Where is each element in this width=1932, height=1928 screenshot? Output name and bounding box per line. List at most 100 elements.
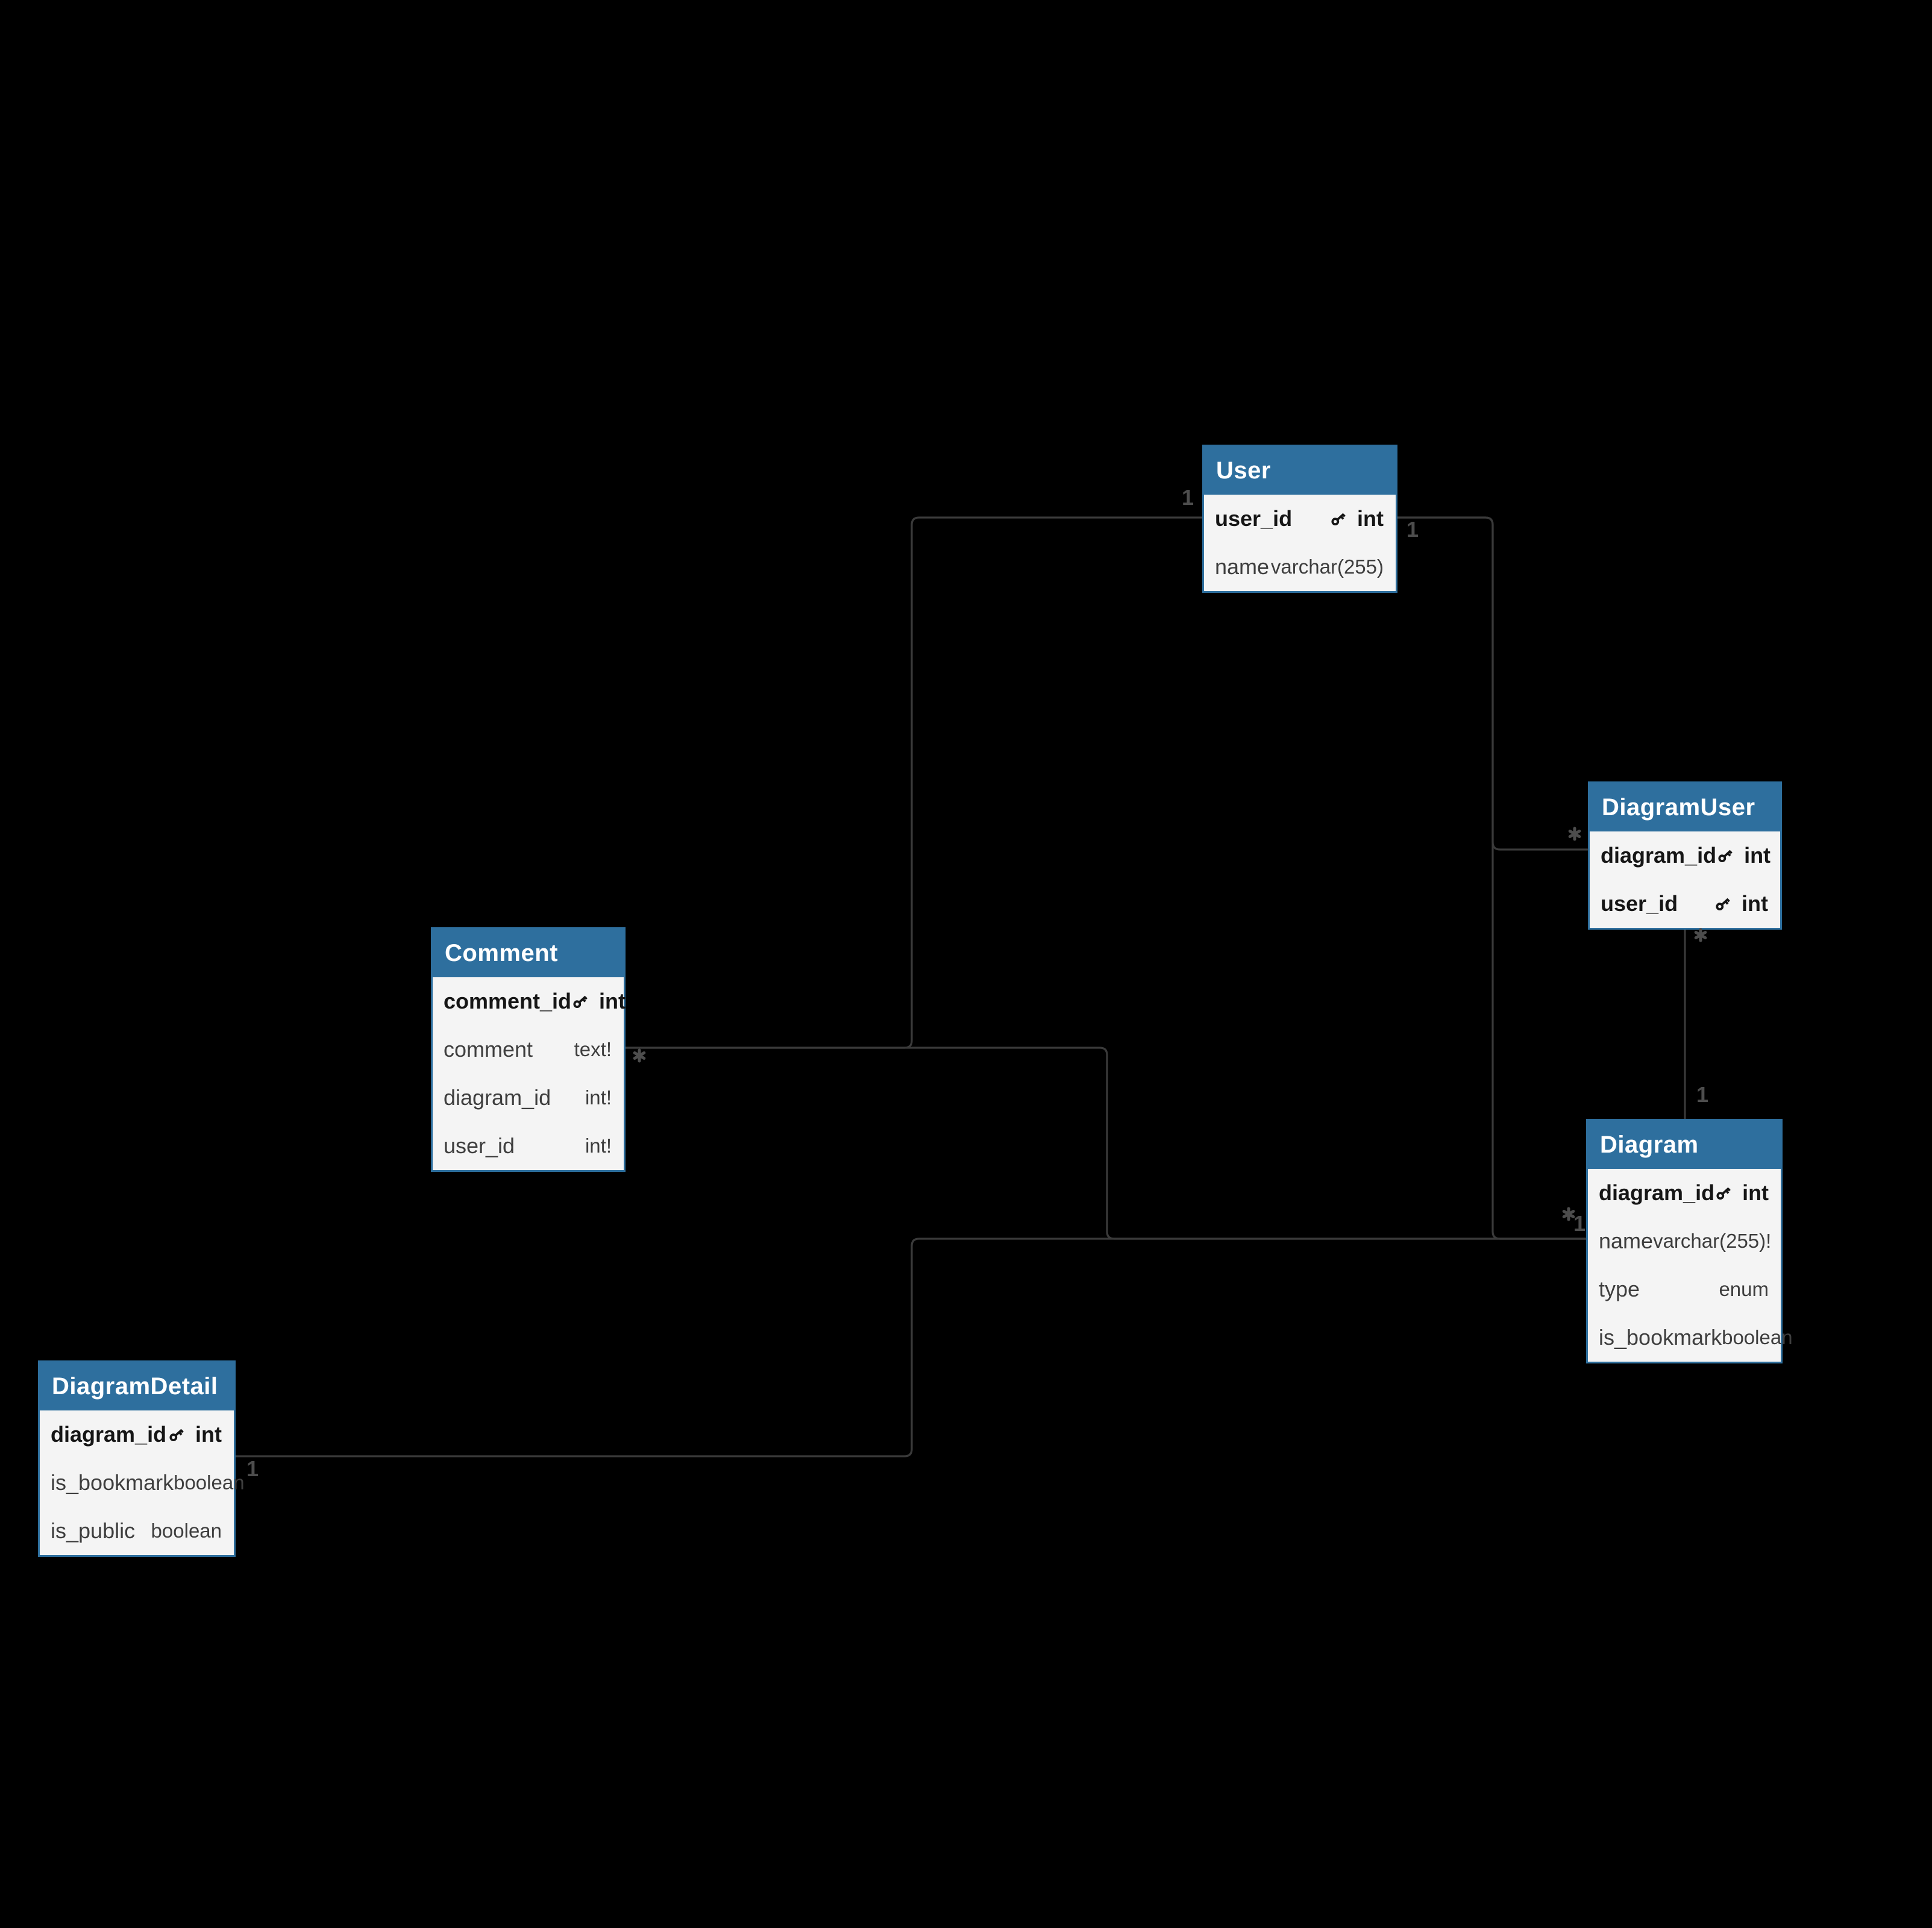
- cardinality-label-user-diagramuser-at-diagramuser: [1567, 826, 1582, 842]
- table-title: DiagramUser: [1602, 793, 1755, 821]
- field-name: diagram_id: [51, 1422, 167, 1447]
- many-asterisk-icon: [1568, 827, 1581, 841]
- field-type-text: int: [1742, 891, 1768, 916]
- field-type-text: int!: [585, 1135, 612, 1157]
- primary-key-icon: [1718, 850, 1733, 863]
- cardinality-label-user-diagramuser-at-user: 1: [1406, 517, 1419, 542]
- cardinality-label-diagramdetail-diagram-at-diagram: 1: [1573, 1211, 1586, 1236]
- relationship-line-user-diagram: [1397, 516, 1586, 1240]
- cardinality-label-diagramuser-diagram-at-diagramuser: [1693, 927, 1708, 943]
- cardinality-label-diagramdetail-diagram-at-diagramdetail: 1: [246, 1456, 259, 1481]
- field-type: varchar(255)!: [1653, 1230, 1771, 1253]
- field-name: type: [1599, 1277, 1640, 1301]
- field-name: is_bookmark: [1599, 1325, 1722, 1350]
- field-type-text: int: [1357, 506, 1384, 531]
- field-type-text: text!: [574, 1038, 612, 1060]
- field-type: enum: [1719, 1278, 1769, 1301]
- relationship-line-comment-user: [626, 516, 1202, 1049]
- cardinality-label-comment-user-at-comment: [632, 1048, 647, 1063]
- field-type-text: boolean: [174, 1471, 245, 1494]
- many-asterisk-icon: [1562, 1207, 1575, 1221]
- field-row-DiagramDetail-diagram_id[interactable]: diagram_id int: [40, 1410, 234, 1459]
- field-row-DiagramUser-user_id[interactable]: user_id int: [1590, 880, 1780, 928]
- cardinality-label-comment-user-at-user: 1: [1181, 485, 1194, 510]
- cardinality-label-comment-diagram-at-diagram: [1561, 1206, 1576, 1222]
- table-header-DiagramDetail[interactable]: DiagramDetail: [40, 1362, 234, 1410]
- field-type-text: int: [1742, 1180, 1769, 1205]
- field-name: is_bookmark: [51, 1470, 174, 1495]
- field-type: int!: [585, 1086, 612, 1109]
- table-title: Diagram: [1600, 1131, 1699, 1158]
- field-type: boolean: [1722, 1326, 1792, 1349]
- field-name: name: [1599, 1228, 1654, 1253]
- primary-key-icon: [573, 995, 588, 1009]
- primary-key-icon: [169, 1429, 184, 1442]
- field-type-text: enum: [1719, 1278, 1769, 1300]
- entity-table-Comment[interactable]: Comment comment_id int comment text! diagram_…: [431, 927, 626, 1172]
- field-row-Diagram-diagram_id[interactable]: diagram_id int: [1588, 1169, 1781, 1217]
- field-row-DiagramDetail-is_public[interactable]: is_public boolean: [40, 1507, 234, 1555]
- field-type-text: int: [599, 989, 626, 1013]
- field-name: is_public: [51, 1518, 136, 1543]
- field-type: int: [168, 1422, 222, 1447]
- field-type: int: [1714, 1180, 1769, 1206]
- field-type: int!: [585, 1135, 612, 1157]
- field-row-Comment-comment_id[interactable]: comment_id int: [433, 977, 626, 1025]
- field-name: diagram_id: [444, 1085, 551, 1110]
- primary-key-icon: [1331, 513, 1346, 526]
- field-type: text!: [574, 1038, 612, 1061]
- field-type: varchar(255): [1271, 556, 1384, 578]
- field-type-text: varchar(255): [1270, 556, 1384, 578]
- field-type: int: [571, 989, 626, 1014]
- field-name: name: [1215, 554, 1270, 579]
- field-type: boolean: [151, 1520, 222, 1542]
- table-header-Diagram[interactable]: Diagram: [1588, 1121, 1781, 1169]
- table-header-Comment[interactable]: Comment: [433, 929, 624, 977]
- field-name: comment_id: [444, 989, 572, 1013]
- relationship-line-comment-diagram: [626, 1047, 1586, 1240]
- primary-key-icon: [1716, 898, 1730, 911]
- field-type: int: [1714, 891, 1768, 916]
- cardinality-label-diagramuser-diagram-at-diagram: 1: [1696, 1082, 1709, 1107]
- field-type: int: [1716, 843, 1770, 868]
- field-type-text: int: [1744, 843, 1771, 868]
- field-row-Diagram-type[interactable]: type enum: [1588, 1265, 1781, 1313]
- field-type-text: int!: [585, 1086, 612, 1109]
- field-name: diagram_id: [1599, 1180, 1715, 1205]
- field-row-Comment-comment[interactable]: comment text!: [433, 1025, 624, 1074]
- field-row-Comment-user_id[interactable]: user_id int!: [433, 1122, 624, 1170]
- table-header-User[interactable]: User: [1204, 446, 1396, 495]
- table-title: DiagramDetail: [52, 1372, 218, 1400]
- field-type-text: boolean: [151, 1520, 222, 1542]
- table-title: Comment: [445, 939, 558, 966]
- table-header-DiagramUser[interactable]: DiagramUser: [1590, 783, 1780, 831]
- field-name: user_id: [444, 1133, 515, 1158]
- field-row-DiagramUser-diagram_id[interactable]: diagram_id int: [1590, 831, 1780, 880]
- many-asterisk-icon: [633, 1048, 646, 1063]
- field-type: int: [1329, 506, 1384, 531]
- field-name: user_id: [1601, 891, 1678, 916]
- field-name: user_id: [1215, 506, 1293, 531]
- field-row-User-user_id[interactable]: user_id int: [1204, 495, 1396, 543]
- relationship-line-diagramdetail-diagram: [236, 1238, 1586, 1457]
- field-name: comment: [444, 1037, 533, 1062]
- field-type-text: int: [195, 1422, 222, 1447]
- field-row-Comment-diagram_id[interactable]: diagram_id int!: [433, 1074, 624, 1122]
- field-type-text: varchar(255)!: [1653, 1230, 1772, 1252]
- field-type: boolean: [174, 1471, 244, 1494]
- field-name: diagram_id: [1601, 843, 1717, 868]
- relationship-line-user-diagramuser: [1397, 516, 1588, 851]
- field-type-text: boolean: [1722, 1326, 1793, 1348]
- many-asterisk-icon: [1694, 928, 1707, 942]
- table-title: User: [1216, 457, 1271, 484]
